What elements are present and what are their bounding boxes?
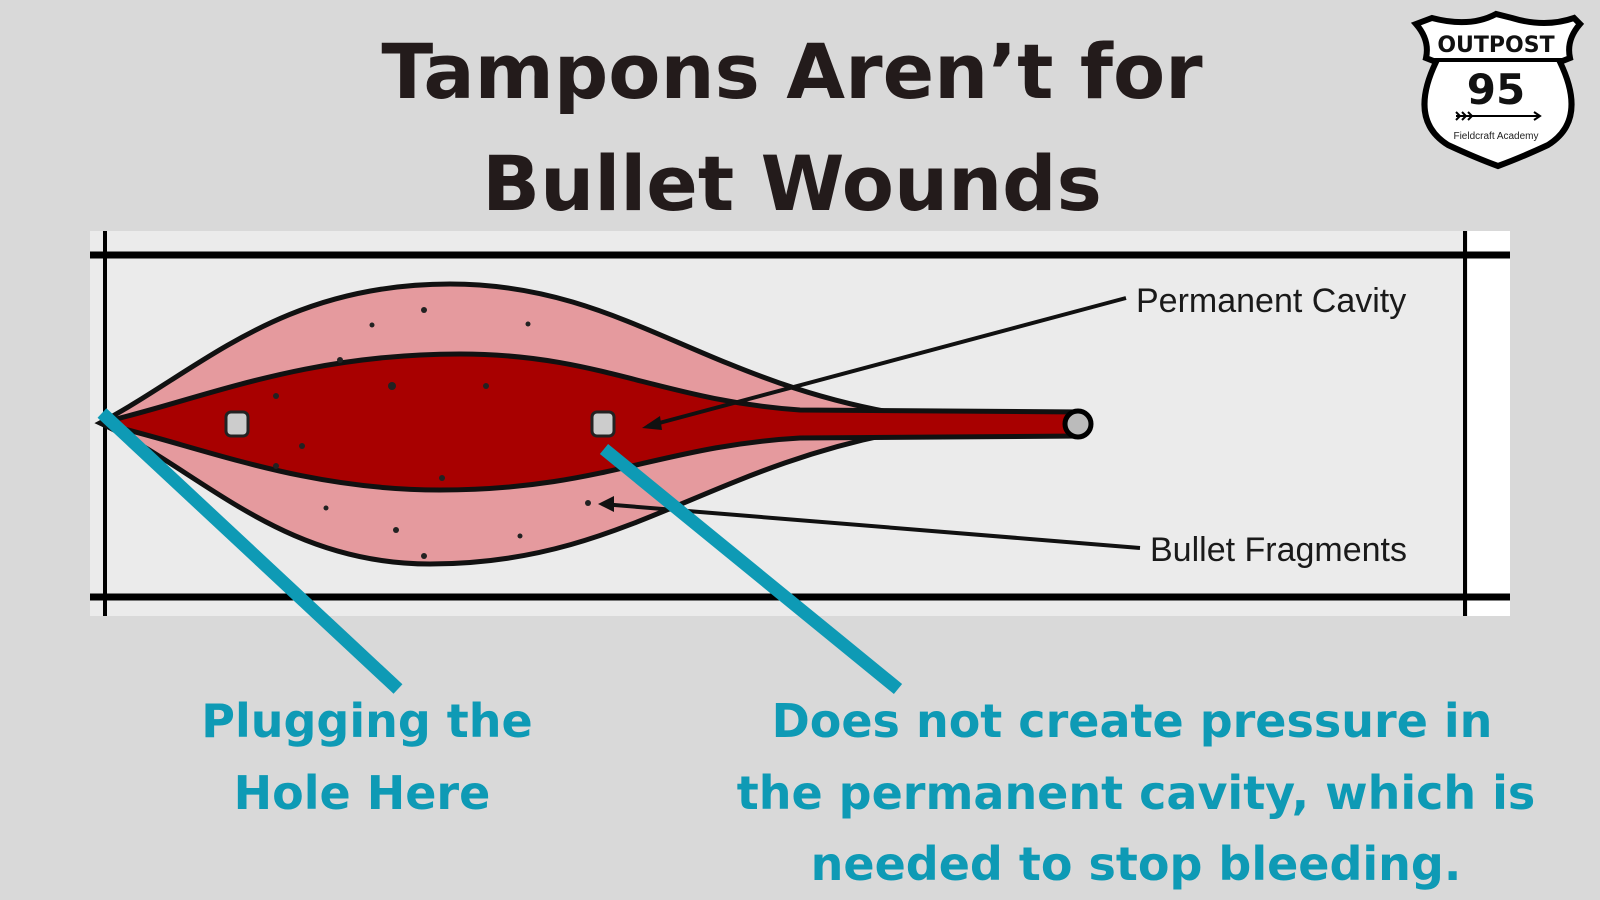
label-permanent-cavity: Permanent Cavity (1136, 282, 1406, 320)
title-line-2: Bullet Wounds (482, 139, 1102, 228)
wound-cavity-diagram: Permanent Cavity Bullet Fragments (90, 231, 1510, 616)
fragment-icon (224, 410, 250, 438)
caption-right-line-2: the permanent cavity, which is (737, 766, 1536, 820)
outpost-95-logo: OUTPOST 95 Fieldcraft Academy (1410, 10, 1585, 170)
callout-line-left (97, 408, 403, 694)
caption-left-line-2: Hole Here (234, 766, 491, 820)
callout-line-right (599, 443, 903, 695)
caption-left-line-1: Plugging the (201, 694, 532, 748)
logo-number: 95 (1467, 65, 1525, 114)
caption-right-line-3: needed to stop bleeding. (811, 837, 1462, 891)
fragment-icon (590, 410, 616, 438)
bullet-icon (1062, 408, 1094, 440)
caption-right-line-1: Does not create pressure in (772, 694, 1493, 748)
logo-top-text: OUTPOST (1437, 33, 1554, 58)
logo-subtitle: Fieldcraft Academy (1453, 131, 1538, 142)
label-bullet-fragments: Bullet Fragments (1150, 531, 1407, 569)
title-line-1: Tampons Aren’t for (381, 27, 1203, 116)
